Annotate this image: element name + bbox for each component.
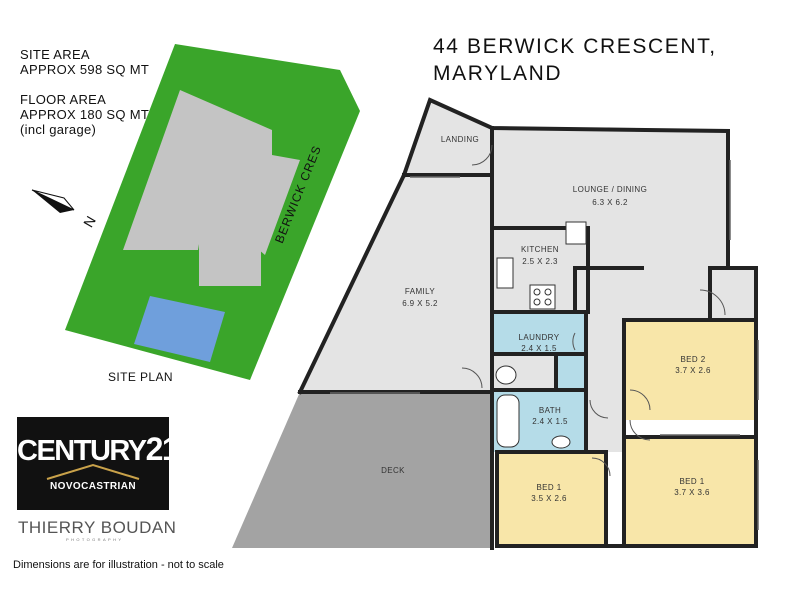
room-bed2-name: BED 2 [680, 355, 705, 364]
site-house [123, 90, 300, 255]
shower-area [556, 354, 586, 390]
logo-brand-word: CENTURY [17, 435, 147, 467]
room-bed1-left-name: BED 1 [536, 483, 561, 492]
bathtub-icon [496, 394, 520, 448]
family-area [300, 175, 492, 392]
disclaimer: Dimensions are for illustration - not to… [13, 559, 224, 571]
room-deck: DECK [381, 466, 405, 475]
room-family-name: FAMILY [405, 287, 436, 296]
floor-area-note: (incl garage) [20, 122, 97, 137]
room-lounge-name: LOUNGE / DINING [573, 185, 647, 194]
laundry-area [492, 312, 586, 354]
door-bed2 [629, 389, 651, 411]
room-laundry-dims: 2.4 X 1.5 [521, 344, 557, 353]
door-entry [699, 289, 726, 316]
bed2-area [624, 320, 756, 420]
logo-brand-number: 21 [145, 431, 180, 467]
stove-icon [529, 284, 556, 310]
logo-brand: CENTURY21 [17, 431, 180, 468]
door-wc [461, 367, 483, 389]
door-bed1-left [591, 457, 611, 477]
room-laundry-name: LAUNDRY [519, 333, 560, 342]
room-bed2-dims: 3.7 X 2.6 [675, 366, 711, 375]
north-arrow-icon [31, 189, 75, 213]
address-line-2: MARYLAND [433, 62, 563, 85]
door-bath [589, 399, 609, 419]
room-kitchen-name: KITCHEN [521, 245, 559, 254]
room-kitchen-dims: 2.5 X 2.3 [522, 257, 558, 266]
photographer-tagline: PHOTOGRAPHY [66, 537, 124, 542]
site-plan-label: SITE PLAN [108, 370, 173, 384]
site-area-value: APPROX 598 SQ MT [20, 62, 150, 77]
floor-area-value: APPROX 180 SQ MT [20, 107, 150, 122]
room-lounge-dims: 6.3 X 6.2 [592, 198, 628, 207]
fridge-icon [565, 221, 587, 245]
basin-icon [551, 435, 571, 449]
century21-logo: CENTURY21 NOVOCASTRIAN [17, 417, 180, 510]
room-bed1-left-dims: 3.5 X 2.6 [531, 494, 567, 503]
floor-area-title: FLOOR AREA [20, 92, 107, 107]
door-laundry [572, 332, 576, 351]
logo-office: NOVOCASTRIAN [50, 481, 136, 492]
bed1-right-area [624, 437, 756, 546]
site-garage [199, 236, 261, 286]
address-line-1: 44 BERWICK CRESCENT, [433, 35, 717, 58]
site-area-title: SITE AREA [20, 47, 90, 62]
kitchen-sink-icon [496, 257, 514, 289]
photographer-name: THIERRY BOUDAN [18, 518, 177, 537]
logo-house-icon [46, 463, 140, 480]
entry-area [710, 268, 755, 318]
site-pool [134, 296, 225, 362]
bed1-left-area [497, 452, 606, 546]
toilet-icon [495, 365, 517, 385]
room-bath-dims: 2.4 X 1.5 [532, 417, 568, 426]
deck-area [232, 392, 492, 548]
room-family-dims: 6.9 X 5.2 [402, 299, 438, 308]
room-landing: LANDING [441, 135, 479, 144]
door-landing [471, 144, 493, 166]
room-bed1-right-dims: 3.7 X 3.6 [674, 488, 710, 497]
door-bed1 [629, 419, 651, 441]
room-bath-name: BATH [539, 406, 561, 415]
corridor-area [585, 312, 625, 452]
room-bed1-right-name: BED 1 [679, 477, 704, 486]
